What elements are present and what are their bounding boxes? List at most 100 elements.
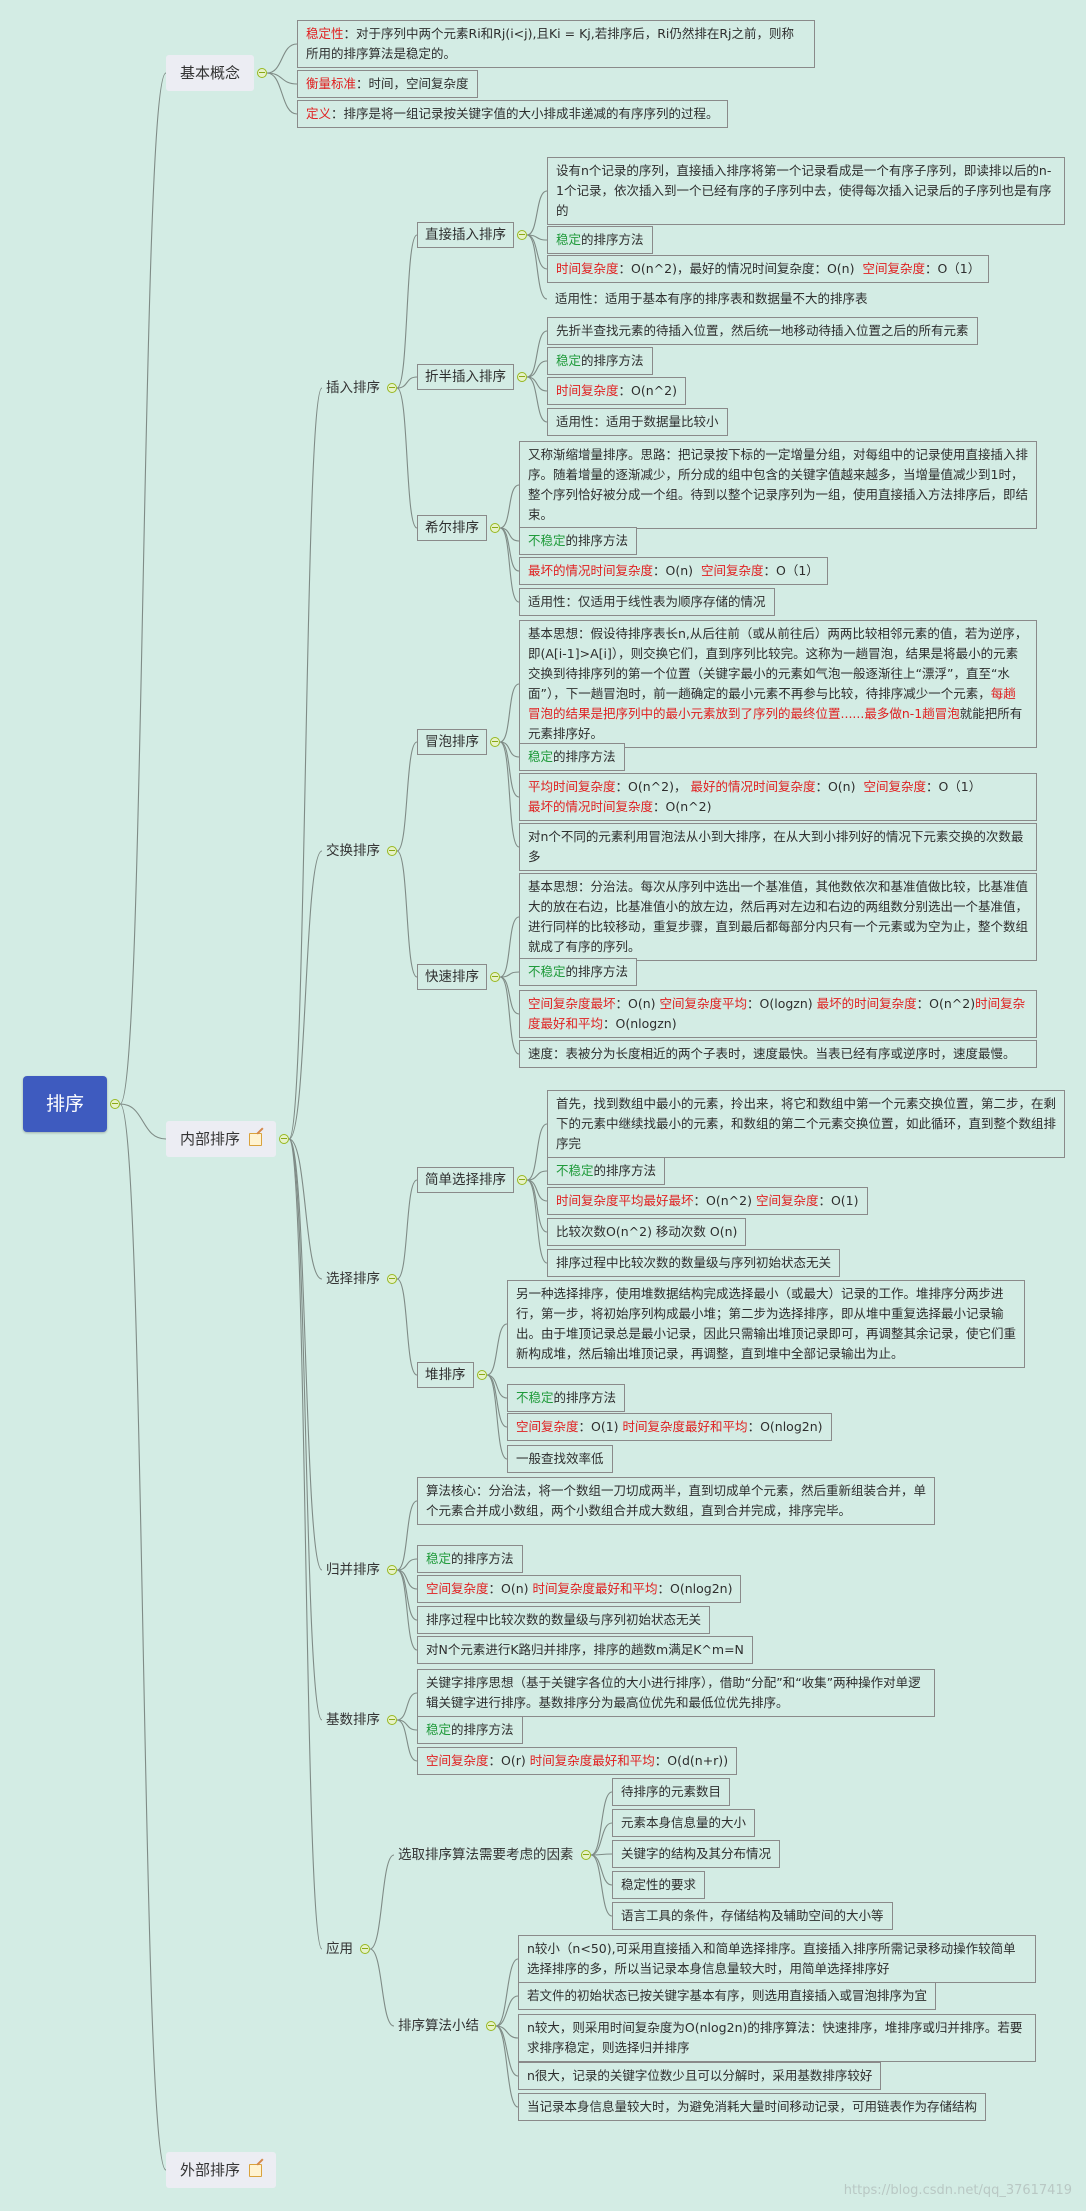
space-worst-value: ：O(n)	[615, 996, 660, 1011]
space-complexity-value: ：O（1）	[925, 779, 982, 794]
summary-item: n很大，记录的关键字位数少且可以分解时，采用基数排序较好	[518, 2062, 882, 2090]
connector-line	[369, 1948, 395, 2027]
direct-insert-applicability: 适用性：适用于基本有序的排序表和数据量不大的排序表	[547, 286, 876, 312]
shell-sort-description: 又称渐缩增量排序。思路：把记录按下标的一定增量分组，对每组中的记录使用直接插入排…	[519, 441, 1037, 529]
best-time-value: ：O(n)	[815, 779, 856, 794]
selection-factors[interactable]: 选取排序算法需要考虑的因素	[398, 1847, 574, 1863]
binary-insertion-sort[interactable]: 折半插入排序	[417, 364, 514, 390]
collapse-toggle[interactable]	[517, 230, 527, 240]
binary-insert-complexity: 时间复杂度：O(n^2)	[547, 377, 686, 405]
connector-line	[499, 971, 520, 978]
radix-sort-description: 关键字排序思想（基于关键字各位的大小进行排序），借助“分配”和“收集”两种操作对…	[417, 1669, 935, 1717]
connector-line	[526, 376, 548, 392]
connector-line	[396, 1500, 418, 1571]
connector-line	[396, 1278, 418, 1376]
collapse-toggle[interactable]	[279, 1134, 289, 1144]
connector-line	[396, 1558, 418, 1571]
keyword-worst-time: 最坏的情况时间复杂度	[528, 563, 654, 578]
collapse-toggle[interactable]	[387, 383, 397, 393]
time-complexity-value: ：O(n^2)	[618, 383, 677, 398]
root-node[interactable]: 排序	[23, 1076, 107, 1132]
connector-line	[590, 1791, 613, 1856]
connector-line	[266, 43, 298, 74]
heap-sort[interactable]: 堆排序	[417, 1362, 474, 1388]
worst-time-value: ：O(n)	[653, 563, 694, 578]
collapse-toggle[interactable]	[257, 68, 267, 78]
heap-sort-note: 一般查找效率低	[507, 1445, 613, 1473]
collapse-toggle[interactable]	[517, 1175, 527, 1185]
worst-time-value: ：O(n^2)	[653, 799, 712, 814]
binary-insert-description: 先折半查找元素的待插入位置，然后统一地移动待插入位置之后的所有元素	[547, 317, 978, 345]
basic-concepts-node[interactable]: 基本概念	[166, 55, 255, 91]
simple-selection-complexity: 时间复杂度平均最好最坏：O(n^2) 空间复杂度：O(1)	[547, 1187, 868, 1215]
simple-selection-sort[interactable]: 简单选择排序	[417, 1167, 514, 1193]
connector-line	[288, 1138, 323, 1950]
collapse-toggle[interactable]	[387, 1274, 397, 1284]
radix-sort-branch[interactable]: 基数排序	[326, 1712, 380, 1728]
keyword-best-avg-time: 时间复杂度最好和平均	[622, 1419, 748, 1434]
direct-insert-stability: 稳定的排序方法	[547, 226, 653, 254]
external-sort-node[interactable]: 外部排序	[166, 2152, 277, 2188]
note-icon[interactable]	[249, 1132, 263, 1146]
connector-line	[396, 376, 418, 389]
collapse-toggle[interactable]	[581, 1850, 591, 1860]
factor-item: 待排序的元素数目	[612, 1778, 731, 1806]
collapse-toggle[interactable]	[387, 1715, 397, 1725]
stability-suffix: 的排序方法	[565, 533, 629, 548]
keyword-best-avg-time: 时间复杂度最好和平均	[529, 1753, 655, 1768]
factor-item: 语言工具的条件，存储结构及辅助空间的大小等	[612, 1902, 893, 1930]
connector-line	[288, 1138, 323, 1280]
merge-sort-branch[interactable]: 归并排序	[326, 1562, 380, 1578]
connector-line	[288, 1138, 323, 1571]
connector-line	[119, 1103, 167, 1140]
collapse-toggle[interactable]	[477, 1370, 487, 1380]
collapse-toggle[interactable]	[110, 1099, 120, 1109]
connector-line	[526, 376, 548, 423]
avg-time-value: ：O(n^2)，	[615, 779, 687, 794]
insertion-sort-branch[interactable]: 插入排序	[326, 380, 380, 396]
internal-sort-node[interactable]: 内部排序	[166, 1121, 277, 1157]
sort-definition: 定义：排序是将一组记录按关键字值的大小排成非递减的有序序列的过程。	[297, 100, 728, 128]
quick-sort[interactable]: 快速排序	[417, 964, 487, 990]
collapse-toggle[interactable]	[387, 1565, 397, 1575]
collapse-toggle[interactable]	[486, 2021, 496, 2031]
definition-text: ：排序是将一组记录按关键字值的大小排成非递减的有序序列的过程。	[331, 106, 719, 121]
keyword-unstable: 不稳定	[516, 1390, 554, 1405]
connector-line	[590, 1822, 613, 1856]
quick-sort-description: 基本思想：分治法。每次从序列中选出一个基准值，其他数依次和基准值做比较，比基准值…	[519, 873, 1037, 961]
sort-summary[interactable]: 排序算法小结	[398, 2018, 479, 2034]
keyword-unstable: 不稳定	[528, 964, 566, 979]
connector-line	[369, 1854, 395, 1950]
collapse-toggle[interactable]	[517, 372, 527, 382]
collapse-toggle[interactable]	[490, 737, 500, 747]
bubble-sort-complexity: 平均时间复杂度：O(n^2)， 最好的情况时间复杂度：O(n) 空间复杂度：O（…	[519, 773, 1037, 821]
collapse-toggle[interactable]	[360, 1944, 370, 1954]
shell-sort[interactable]: 希尔排序	[417, 515, 487, 541]
summary-item: 若文件的初始状态已按关键字基本有序，则选用直接插入或冒泡排序为宜	[518, 1982, 937, 2010]
best-avg-time-value: ：O(d(n+r))	[654, 1753, 729, 1768]
connector-line	[396, 1719, 418, 1762]
connector-line	[526, 190, 548, 236]
summary-item: 当记录本身信息量较大时，为避免消耗大量时间移动记录，可用链表作为存储结构	[518, 2093, 987, 2121]
keyword-time-complexity: 时间复杂度	[556, 261, 619, 276]
exchange-sort-branch[interactable]: 交换排序	[326, 843, 380, 859]
quick-sort-speed: 速度：表被分为长度相近的两个子表时，速度最快。当表已经有序或逆序时，速度最慢。	[519, 1040, 1037, 1068]
application-branch[interactable]: 应用	[326, 1941, 353, 1957]
collapse-toggle[interactable]	[490, 972, 500, 982]
connector-line	[526, 1170, 548, 1181]
direct-insertion-sort[interactable]: 直接插入排序	[417, 222, 514, 248]
connector-line	[495, 1995, 519, 2027]
heap-sort-description: 另一种选择排序，使用堆数据结构完成选择最小（或最大）记录的工作。堆排序分两步进行…	[507, 1280, 1025, 1368]
collapse-toggle[interactable]	[490, 523, 500, 533]
bubble-sort[interactable]: 冒泡排序	[417, 729, 487, 755]
connector-line	[590, 1854, 613, 1917]
note-icon[interactable]	[249, 2163, 263, 2177]
measure-text: ：时间，空间复杂度	[356, 76, 469, 91]
collapse-toggle[interactable]	[387, 846, 397, 856]
selection-sort-branch[interactable]: 选择排序	[326, 1271, 380, 1287]
connector-line	[396, 1692, 418, 1721]
shell-sort-complexity: 最坏的情况时间复杂度：O(n) 空间复杂度：O（1）	[519, 557, 828, 585]
bubble-desc-part3: 就能把所有元素排序好。	[528, 706, 1023, 741]
space-complexity-value: ：O(1)	[818, 1193, 859, 1208]
